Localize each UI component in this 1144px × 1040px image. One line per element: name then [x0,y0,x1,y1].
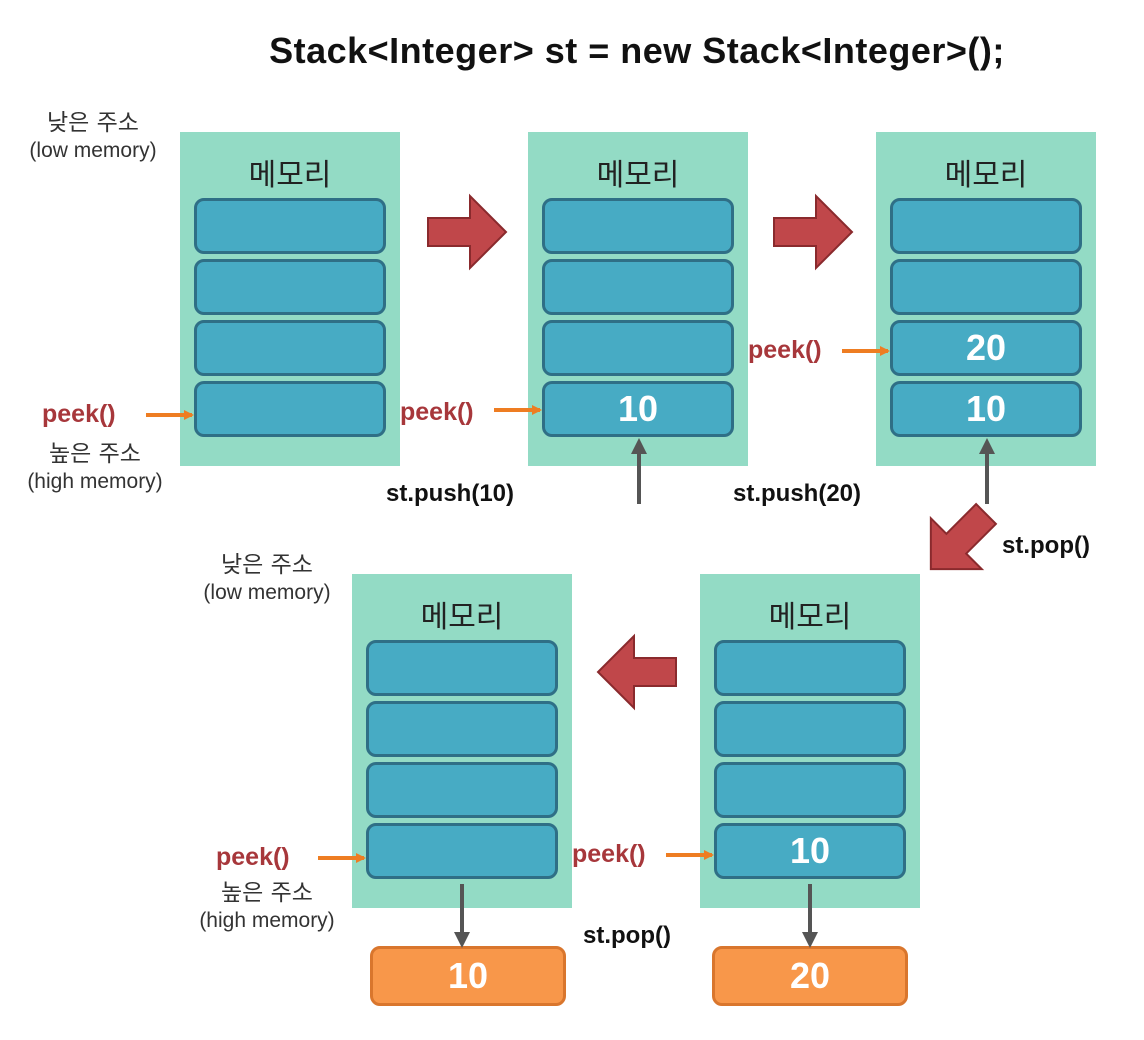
stack-cell [890,259,1082,315]
flow-arrow-right-icon [773,193,854,271]
low-address-korean: 낮은 주소 [47,110,139,136]
push-10-label: st.push(10) [386,480,515,507]
memory-panel-initial: 메모리 [180,132,400,466]
low-address-english: (low memory) [203,580,331,604]
memory-panel-after-first-pop: 메모리 10 [700,574,920,908]
memory-label: 메모리 [420,600,504,635]
flow-arrow-right-icon [427,193,508,271]
peek-label: peek() [748,336,822,364]
stack-cell: 10 [714,823,906,879]
peek-label: peek() [216,843,290,871]
stack-cell [366,823,558,879]
stack-cell [194,198,386,254]
stack-cell [366,701,558,757]
stack-cell [542,259,734,315]
push-20-label: st.push(20) [733,480,862,507]
memory-panel-after-second-pop: 메모리 [352,574,572,908]
high-address-label: 높은 주소 (high memory) [6,441,184,494]
peek-label: peek() [400,398,474,426]
pop-first-label: st.pop() [1002,532,1090,559]
memory-label: 메모리 [596,158,680,193]
peek-label: peek() [572,840,646,868]
stack-cell: 10 [890,381,1082,437]
peek-label: peek() [42,400,116,428]
flow-arrow-down-left-icon [929,502,998,571]
stack-cell [714,640,906,696]
stack-cell: 20 [890,320,1082,376]
flow-arrow-left-icon [596,633,677,711]
low-address-label: 낮은 주소 (low memory) [182,552,352,605]
memory-panel-after-push-10: 메모리 10 [528,132,748,466]
high-address-korean: 높은 주소 [221,880,313,906]
stack-cell [194,320,386,376]
high-address-label: 높은 주소 (high memory) [178,880,356,933]
memory-label: 메모리 [944,158,1028,193]
low-address-label: 낮은 주소 (low memory) [8,110,178,163]
stack-cell [366,762,558,818]
stack-cell: 10 [542,381,734,437]
low-address-korean: 낮은 주소 [221,552,313,578]
stack-cell [714,701,906,757]
stack-cell [366,640,558,696]
stack-cell [542,320,734,376]
diagram-title: Stack<Integer> st = new Stack<Integer>()… [269,30,1005,71]
memory-panel-after-push-20: 메모리 20 10 [876,132,1096,466]
stack-cell [890,198,1082,254]
memory-label: 메모리 [248,158,332,193]
high-address-english: (high memory) [199,908,335,932]
stack-cell [194,381,386,437]
high-address-english: (high memory) [27,469,163,493]
stack-cell [714,762,906,818]
high-address-korean: 높은 주소 [49,441,141,467]
stack-cell [542,198,734,254]
pop-second-label: st.pop() [583,922,671,949]
memory-label: 메모리 [768,600,852,635]
stack-cell [194,259,386,315]
low-address-english: (low memory) [29,138,157,162]
